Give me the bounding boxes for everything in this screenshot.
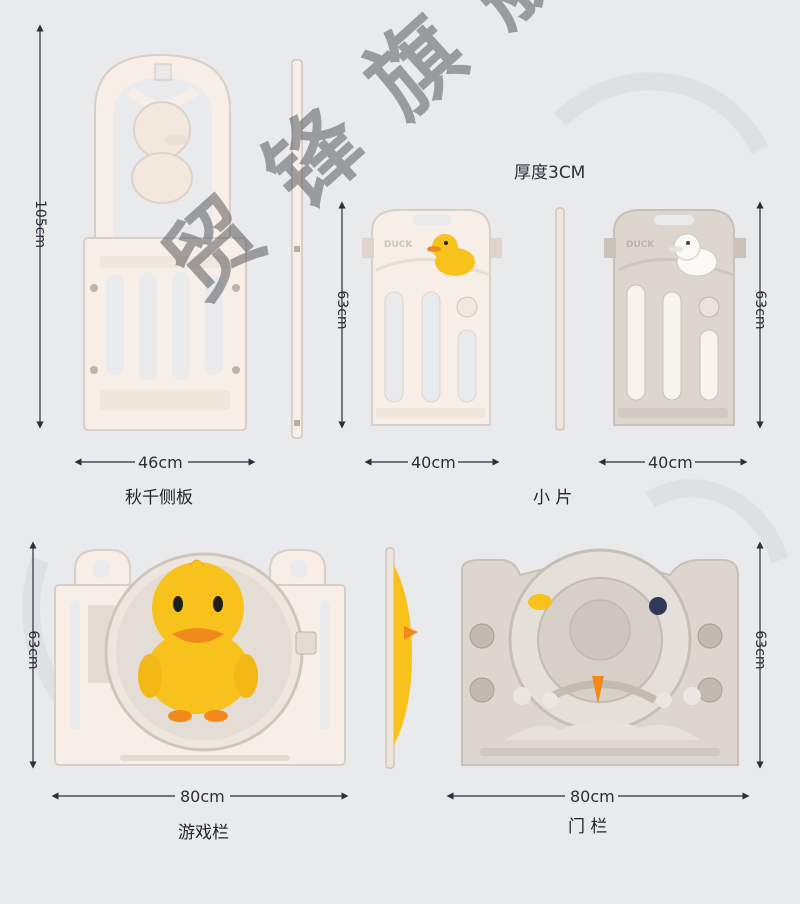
- small-b-width-label: 40cm: [648, 453, 693, 472]
- door-caption: 门 栏: [568, 817, 608, 837]
- small-b-height-label: 63cm: [752, 290, 768, 330]
- small-brand-text: DUCK: [384, 240, 413, 250]
- small-caption: 小 片: [533, 488, 573, 508]
- small-panel-duck-yellow: [427, 234, 475, 276]
- play-side-profile: [385, 547, 418, 769]
- door-height-label: 63cm: [752, 630, 768, 670]
- small-panel-cream: [362, 209, 502, 426]
- dimension-lines: [29, 24, 764, 800]
- door-width-label: 80cm: [570, 787, 615, 806]
- small-width-label: 40cm: [411, 453, 456, 472]
- small-side-height-label: 63cm: [334, 290, 350, 330]
- play-height-label: 63cm: [25, 630, 41, 670]
- play-panel-duck: [138, 559, 258, 722]
- small-side-profile: [555, 207, 565, 431]
- door-panel: [461, 548, 739, 766]
- small-panel-grey: [604, 209, 746, 426]
- play-width-label: 80cm: [180, 787, 225, 806]
- swing-side-panel: [83, 53, 247, 431]
- thickness-label: 厚度3CM: [514, 163, 586, 183]
- small-b-brand-text: DUCK: [626, 240, 655, 250]
- swing-caption: 秋千侧板: [125, 488, 193, 508]
- swing-side-profile: [291, 59, 303, 439]
- swing-height-label: 105cm: [32, 200, 48, 249]
- play-caption: 游戏栏: [178, 823, 229, 843]
- swing-width-label: 46cm: [138, 453, 183, 472]
